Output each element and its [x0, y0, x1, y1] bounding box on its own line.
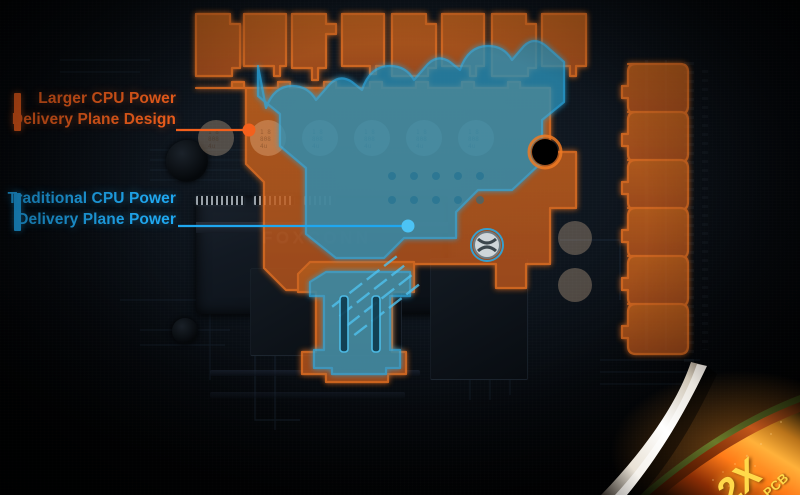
pin-header-strip — [304, 196, 334, 205]
smd-components-right-2 — [702, 70, 708, 350]
pin-header-strip — [196, 196, 244, 205]
capacitor-shadow — [166, 140, 208, 182]
socket-brand-label: FOXCONN — [262, 228, 372, 247]
callout-blue-text: Traditional CPU Power Delivery Plane Pow… — [0, 188, 176, 230]
pin-header-strip — [254, 196, 294, 205]
expansion-slot — [210, 392, 405, 398]
callout-blue-line-1: Traditional CPU Power — [7, 190, 176, 207]
callout-orange-line-2: Delivery Plane Design — [11, 111, 176, 128]
mounting-hole-shadow — [172, 318, 198, 344]
vrm-heatsink-shadow — [430, 258, 528, 380]
callout-orange-text: Larger CPU Power Delivery Plane Design — [0, 88, 176, 130]
callout-orange-line-1: Larger CPU Power — [38, 90, 176, 107]
chipset-package — [250, 268, 402, 356]
copper-pcb-badge: 2X Copper PCB — [585, 360, 800, 495]
callout-blue-line-2: Delivery Plane Power — [17, 211, 176, 228]
page-curl-graphic — [585, 360, 800, 495]
expansion-slot — [210, 370, 420, 376]
smd-components-right — [684, 62, 694, 362]
